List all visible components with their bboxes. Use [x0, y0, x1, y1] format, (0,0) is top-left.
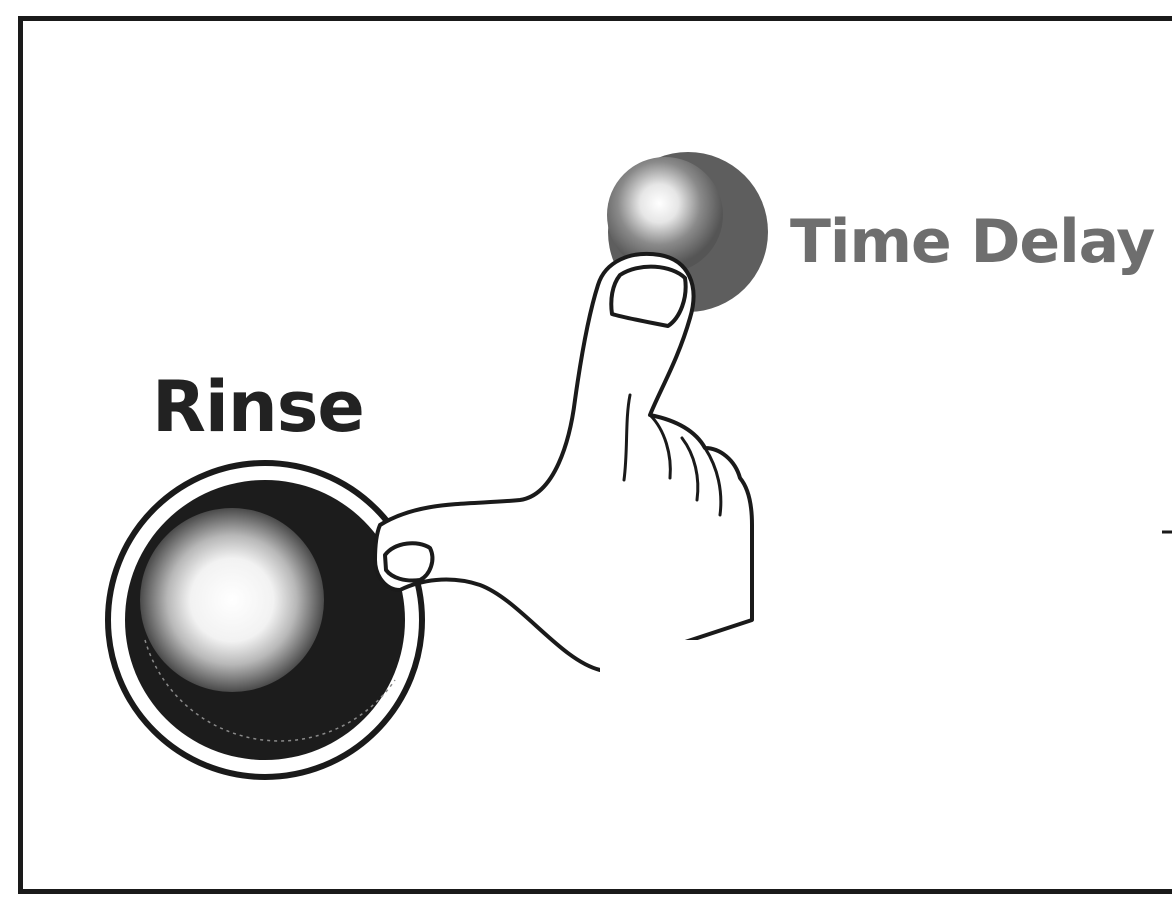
hand-mask — [600, 640, 800, 700]
rinse-button[interactable] — [108, 463, 422, 777]
time-delay-label: Time Delay — [790, 212, 1154, 272]
hand-icon — [375, 254, 752, 670]
rinse-button-light — [140, 508, 324, 692]
rinse-label: Rinse — [152, 372, 364, 442]
